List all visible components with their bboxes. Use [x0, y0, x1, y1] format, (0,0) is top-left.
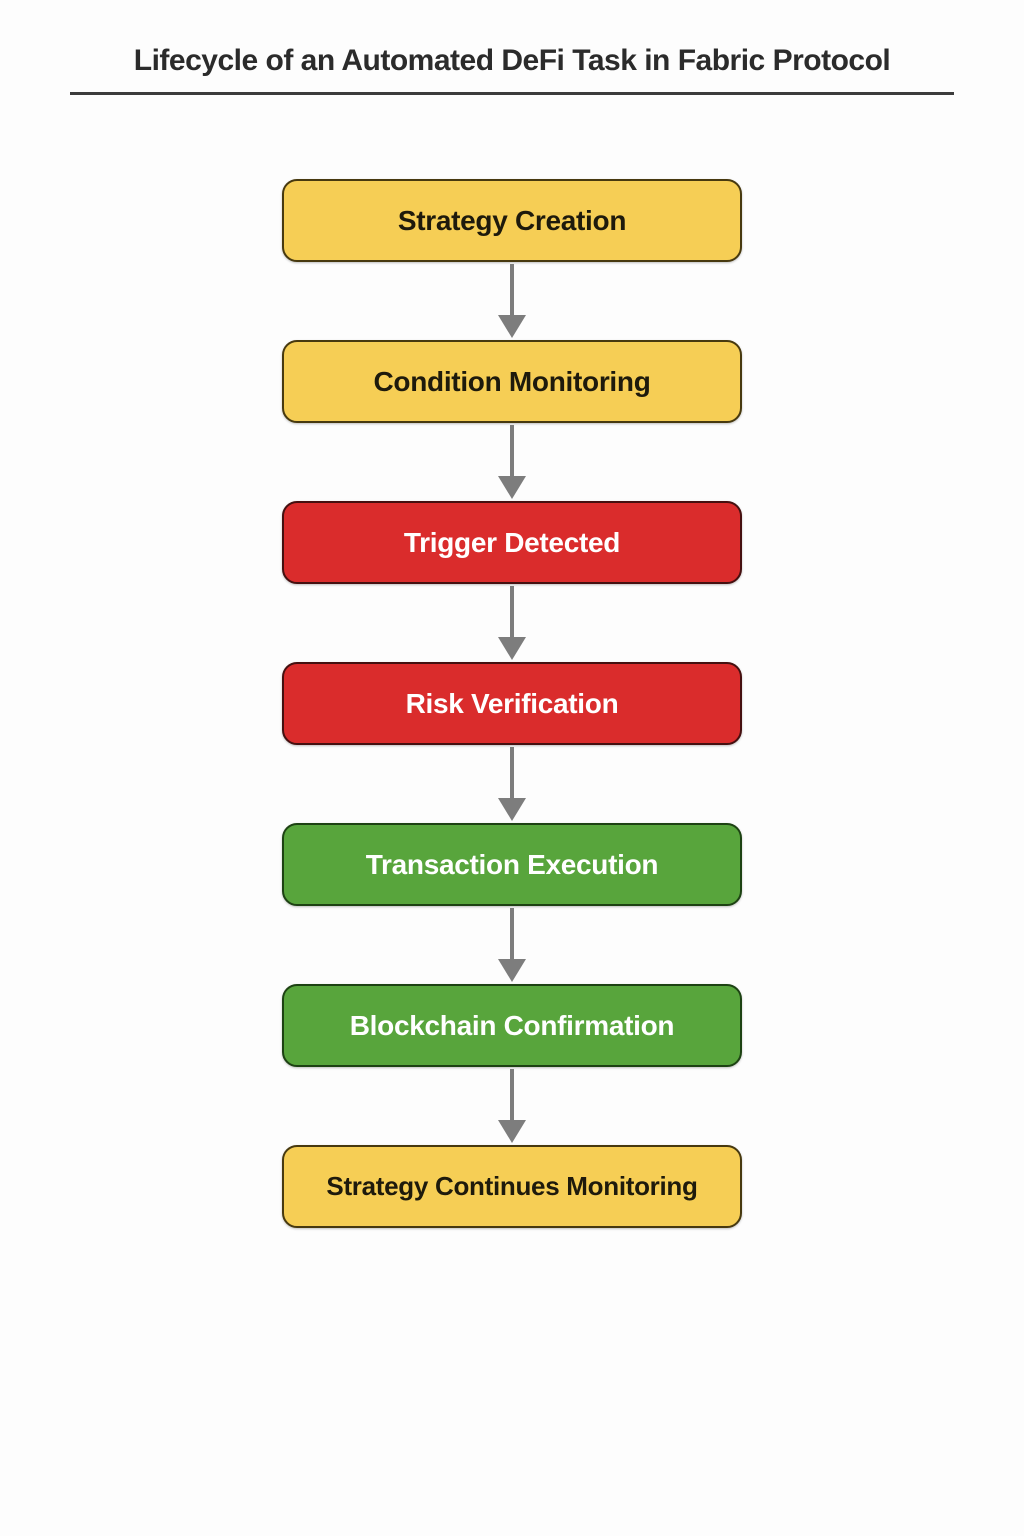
- flow-node-blockchain-confirmation: Blockchain Confirmation: [282, 984, 742, 1067]
- flowchart: Strategy Creation Condition Monitoring T…: [282, 179, 742, 1228]
- flow-node-trigger-detected: Trigger Detected: [282, 501, 742, 584]
- page-title: Lifecycle of an Automated DeFi Task in F…: [133, 44, 891, 77]
- flow-node-label: Strategy Creation: [397, 204, 627, 236]
- arrow-shaft: [510, 586, 514, 637]
- flow-node-label: Strategy Continues Monitoring: [326, 1171, 698, 1201]
- arrow-head: [498, 798, 526, 821]
- flow-node-transaction-execution: Transaction Execution: [282, 823, 742, 906]
- flow-node-label: Condition Monitoring: [373, 365, 651, 397]
- flow-node-label: Trigger Detected: [403, 526, 621, 558]
- arrow-head: [498, 315, 526, 338]
- flow-node-condition-monitoring: Condition Monitoring: [282, 340, 742, 423]
- arrow-head: [498, 476, 526, 499]
- arrow-shaft: [510, 425, 514, 476]
- arrow-shaft: [510, 908, 514, 959]
- arrow-down-icon: [498, 584, 526, 662]
- flow-node-risk-verification: Risk Verification: [282, 662, 742, 745]
- arrow-down-icon: [498, 906, 526, 984]
- flow-node-strategy-creation: Strategy Creation: [282, 179, 742, 262]
- arrow-head: [498, 1120, 526, 1143]
- arrow-down-icon: [498, 1067, 526, 1145]
- arrow-head: [498, 959, 526, 982]
- arrow-down-icon: [498, 423, 526, 501]
- flow-node-label: Risk Verification: [405, 687, 619, 719]
- flow-node-label: Blockchain Confirmation: [349, 1009, 675, 1041]
- title-block: Lifecycle of an Automated DeFi Task in F…: [70, 44, 954, 95]
- arrow-head: [498, 637, 526, 660]
- arrow-shaft: [510, 747, 514, 798]
- arrow-down-icon: [498, 745, 526, 823]
- arrow-down-icon: [498, 262, 526, 340]
- arrow-shaft: [510, 1069, 514, 1120]
- flow-node-strategy-continues-monitoring: Strategy Continues Monitoring: [282, 1145, 742, 1228]
- arrow-shaft: [510, 264, 514, 315]
- flow-node-label: Transaction Execution: [365, 848, 659, 880]
